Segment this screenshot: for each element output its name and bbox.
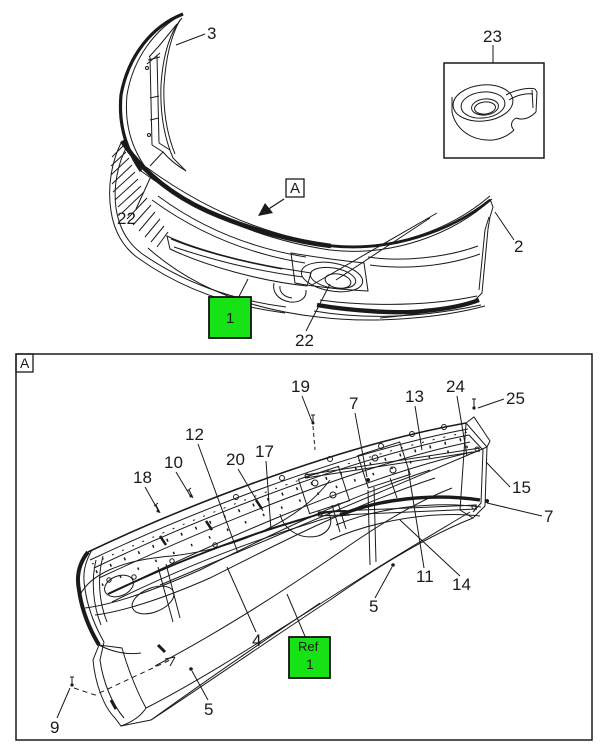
svg-text:5: 5: [204, 700, 213, 719]
svg-text:Ref: Ref: [298, 639, 319, 654]
svg-text:22: 22: [295, 331, 314, 350]
svg-text:A: A: [20, 355, 30, 371]
svg-text:22: 22: [117, 209, 136, 228]
svg-text:10: 10: [164, 453, 183, 472]
svg-text:1: 1: [306, 656, 314, 672]
svg-text:25: 25: [506, 389, 525, 408]
svg-text:20: 20: [226, 450, 245, 469]
svg-text:9: 9: [50, 718, 59, 737]
svg-text:2: 2: [514, 237, 523, 256]
svg-text:A: A: [290, 180, 300, 197]
svg-text:1: 1: [226, 310, 234, 327]
svg-text:5: 5: [369, 597, 378, 616]
svg-text:12: 12: [185, 425, 204, 444]
svg-text:13: 13: [405, 387, 424, 406]
svg-text:11: 11: [416, 567, 434, 586]
svg-text:19: 19: [291, 377, 310, 396]
svg-text:23: 23: [483, 27, 502, 46]
svg-text:24: 24: [446, 377, 465, 396]
svg-text:14: 14: [452, 575, 471, 594]
svg-text:3: 3: [207, 24, 216, 43]
svg-text:17: 17: [255, 442, 274, 461]
svg-text:4: 4: [252, 631, 261, 650]
svg-text:7: 7: [349, 394, 358, 413]
svg-text:15: 15: [512, 478, 531, 497]
svg-text:18: 18: [133, 468, 152, 487]
svg-text:7: 7: [544, 507, 553, 526]
